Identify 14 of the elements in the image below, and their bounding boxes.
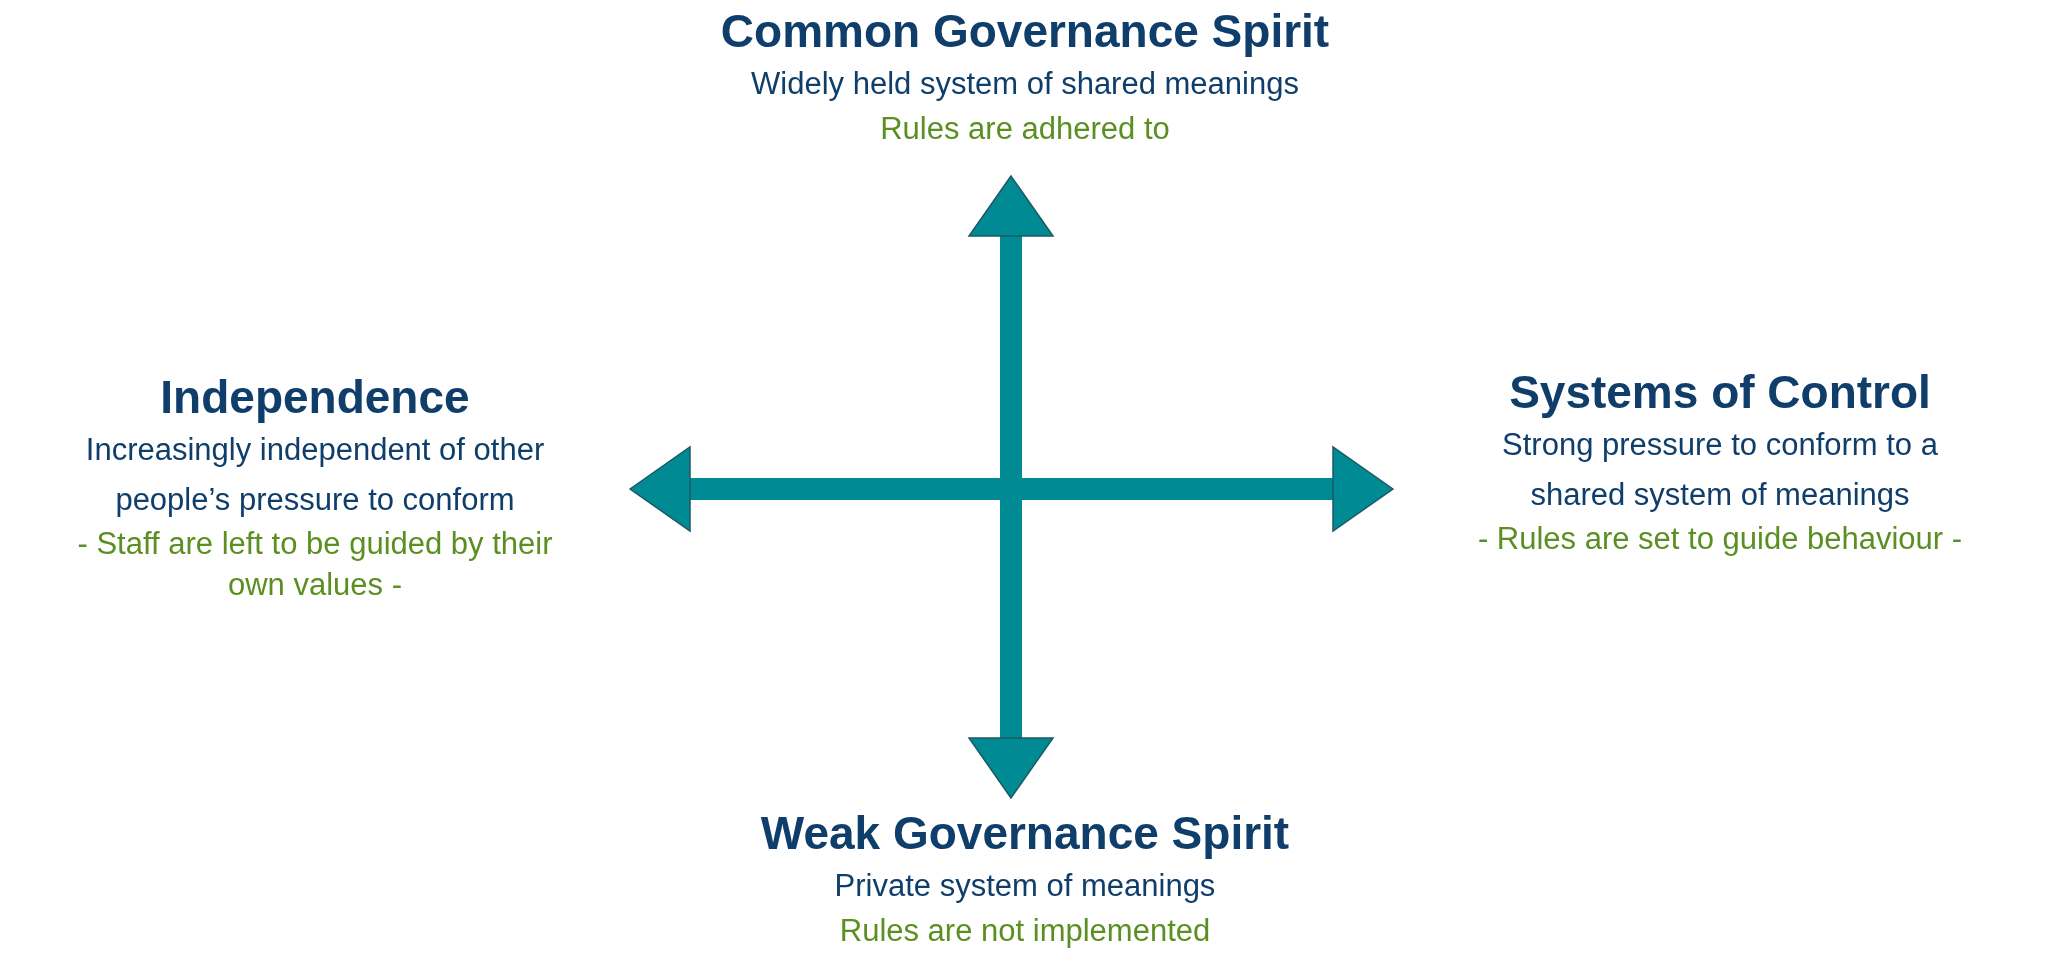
- heading: Systems of Control: [1509, 366, 1931, 418]
- description: Private system of meanings: [834, 868, 1216, 904]
- note: - Rules are set to guide behaviour -: [1477, 521, 1963, 557]
- double-headed-arrow: [968, 175, 1054, 799]
- note: - Staff are left to be guided by their own values -: [77, 526, 553, 602]
- heading: Independence: [160, 371, 470, 423]
- description: Widely held system of shared meanings: [751, 66, 1299, 102]
- description: Increasingly independent of other people’s pressure to conform: [85, 432, 545, 517]
- note: Rules are not implemented: [839, 912, 1211, 948]
- double-headed-arrow: [629, 446, 1394, 532]
- heading: Common Governance Spirit: [720, 5, 1330, 57]
- note: Rules are adhered to: [880, 110, 1170, 146]
- description: Strong pressure to conform to a shared system of meanings: [1502, 427, 1938, 512]
- heading: Weak Governance Spirit: [760, 807, 1290, 859]
